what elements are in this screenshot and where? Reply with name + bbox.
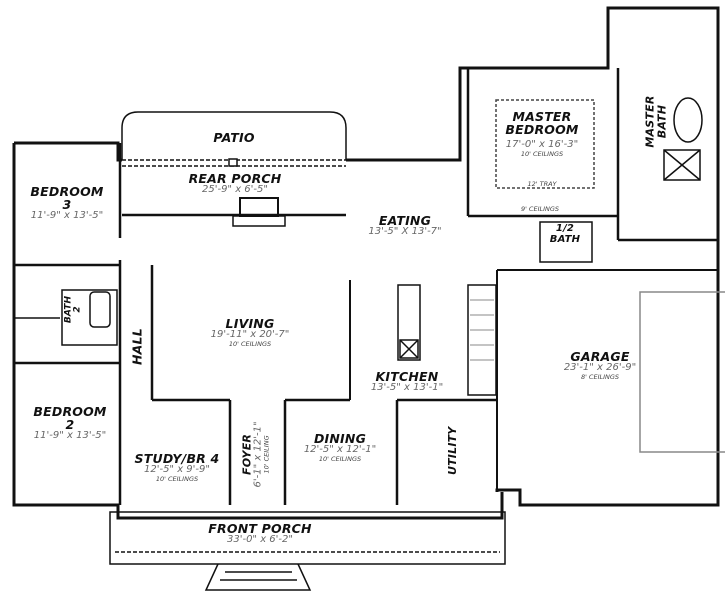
- room-ceiling: 10' CEILINGS: [228, 339, 272, 348]
- room-number: 2: [65, 417, 75, 433]
- room-ceiling: 10' CEILINGS: [155, 474, 199, 483]
- room-dimensions: 19'-11" x 20'-7": [210, 329, 290, 341]
- room-dimensions: 23'-1" x 26'-9": [563, 362, 637, 374]
- room-bedroom-2: BEDROOM 2 11'-9" x 13'-5": [33, 405, 106, 442]
- room-garage: GARAGE 23'-1" x 26'-9" 8' CEILINGS: [564, 350, 636, 380]
- room-ceiling: 8' CEILINGS: [580, 372, 620, 381]
- room-half-bath: 1/2 BATH: [549, 223, 581, 245]
- room-dimensions: 11'-9" x 13'-5": [33, 430, 107, 442]
- room-name: HALL: [129, 328, 145, 365]
- room-name: EATING: [378, 213, 432, 228]
- room-dimensions: 13'-5" X 13'-7": [368, 226, 442, 238]
- room-name: FRONT PORCH: [208, 521, 312, 536]
- tray-label: 12' TRAY: [527, 180, 557, 188]
- room-name: MASTER: [643, 95, 657, 148]
- room-ceiling: 10' CEILING: [262, 435, 271, 474]
- room-study: STUDY/BR 4 12'-5" x 9'-9" 10' CEILINGS: [135, 452, 220, 482]
- room-eating: EATING 13'-5" X 13'-7": [368, 214, 441, 238]
- room-utility: UTILITY: [446, 426, 460, 476]
- room-name: STUDY/BR 4: [134, 451, 220, 466]
- room-name: LIVING: [225, 316, 275, 331]
- room-number: 2: [73, 306, 83, 313]
- room-name: PATIO: [213, 130, 255, 145]
- room-bath-2: BATH 2: [64, 296, 84, 323]
- room-dimensions: 17'-0" x 16'-3": [505, 139, 579, 151]
- room-name: KITCHEN: [375, 369, 439, 384]
- room-name-2: BEDROOM: [505, 122, 579, 138]
- room-master-bath: MASTER BATH: [643, 95, 668, 148]
- room-name-2: BATH: [655, 104, 668, 139]
- room-dimensions: 13'-5" x 13'-1": [370, 382, 444, 394]
- room-dimensions: 12'-5" x 12'-1": [303, 444, 377, 456]
- room-patio: PATIO: [213, 131, 254, 144]
- room-name: DINING: [313, 431, 367, 446]
- room-name: GARAGE: [570, 349, 630, 364]
- room-dimensions: 12'-5" x 9'-9": [143, 464, 210, 476]
- tray-note: 12' TRAY: [527, 181, 556, 188]
- room-dimensions: 11'-9" x 13'-5": [30, 210, 104, 222]
- room-number: 3: [62, 197, 72, 213]
- room-dining: DINING 12'-5" x 12'-1" 10' CEILINGS: [304, 432, 376, 462]
- room-ceiling: 10' CEILINGS: [520, 149, 564, 158]
- room-name: MASTER: [512, 109, 572, 124]
- room-bedroom-3: BEDROOM 3 11'-9" x 13'-5": [30, 185, 103, 222]
- room-kitchen: KITCHEN 13'-5" x 13'-1": [371, 370, 443, 394]
- room-dimensions: 25'-9" x 6'-5": [201, 184, 268, 196]
- room-front-porch: FRONT PORCH 33'-0" x 6'-2": [208, 522, 311, 546]
- room-master-bedroom: MASTER BEDROOM 17'-0" x 16'-3" 10' CEILI…: [505, 110, 578, 158]
- room-name: 1/2: [555, 223, 575, 234]
- room-name-2: BATH: [549, 233, 581, 245]
- room-living: LIVING 19'-11" x 20'-7" 10' CEILINGS: [211, 317, 290, 347]
- room-foyer: FOYER 6'-1" x 12'-1" 10' CEILING: [240, 421, 271, 487]
- room-name: UTILITY: [446, 426, 460, 476]
- room-rear-porch: REAR PORCH 25'-9" x 6'-5": [189, 172, 282, 196]
- room-hall: HALL: [129, 328, 145, 365]
- room-name: BEDROOM: [33, 404, 107, 419]
- ceiling-note: 9' CEILINGS: [520, 205, 560, 213]
- room-name: REAR PORCH: [188, 171, 282, 186]
- room-name: FOYER: [240, 433, 254, 475]
- room-name: BEDROOM: [30, 184, 104, 199]
- room-dimensions: 33'-0" x 6'-2": [226, 534, 294, 546]
- room-ceiling: 10' CEILINGS: [318, 454, 362, 463]
- nine-ceilings-note: 9' CEILINGS: [521, 206, 559, 213]
